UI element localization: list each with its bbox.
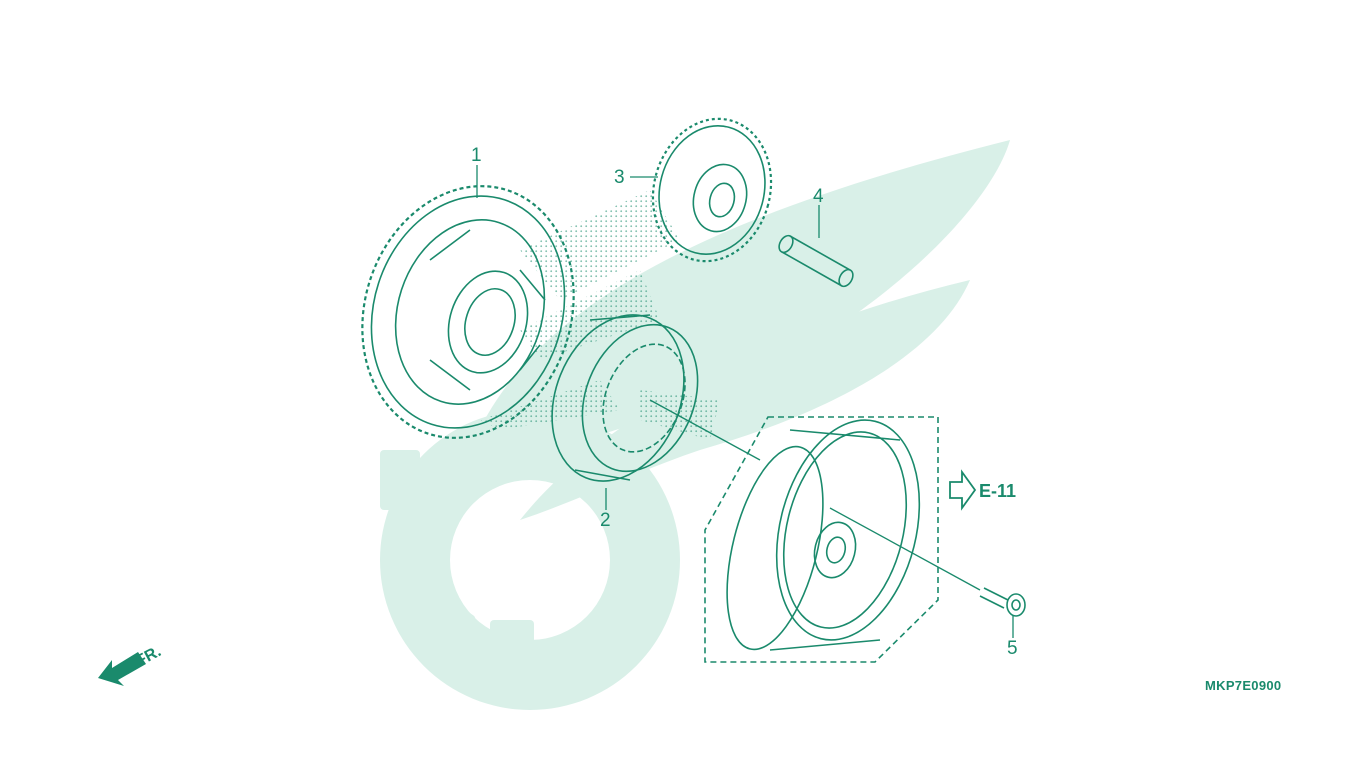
callout-3: 3 <box>614 167 625 188</box>
watermark-logo <box>380 140 1010 710</box>
one-way-clutch <box>551 314 699 482</box>
diagram-code: MKP7E0900 <box>1205 678 1282 693</box>
callout-5: 5 <box>1007 638 1018 659</box>
leader-lines <box>476 165 1014 638</box>
starter-driven-gear <box>361 185 575 439</box>
flywheel-bolt <box>979 587 1026 617</box>
front-direction-arrow-icon <box>98 652 146 686</box>
reference-link-e11[interactable]: E-11 <box>979 481 1017 501</box>
reduction-gear-shaft <box>778 234 854 288</box>
callout-4: 4 <box>813 186 824 207</box>
flywheel-rotor <box>704 416 939 663</box>
callout-2: 2 <box>600 510 611 531</box>
reference-arrow-icon[interactable] <box>949 469 977 511</box>
callout-1: 1 <box>471 145 482 166</box>
starter-reduction-gear <box>651 117 773 263</box>
